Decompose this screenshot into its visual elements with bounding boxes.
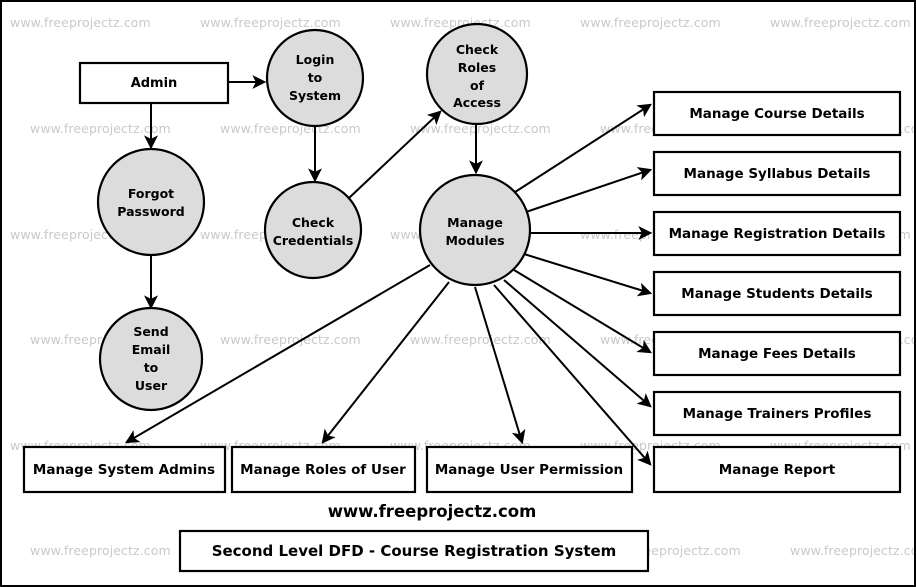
flow-manage-modules-to-manage-trainers-profiles [503, 279, 652, 408]
right-box-manage-syllabus-details-rect[interactable] [652, 150, 902, 197]
entity-admin-box[interactable] [78, 61, 230, 105]
process-send-email-to-user-label-4: User [135, 378, 168, 393]
flow-manage-modules-to-manage-user-permission [474, 286, 526, 445]
right-box-manage-trainers-profiles[interactable]: Manage Trainers Profiles [652, 390, 902, 437]
flow-manage-modules-to-manage-roles-of-user [321, 281, 450, 444]
process-manage-modules[interactable]: Manage Modules [418, 173, 532, 287]
process-manage-modules-circle[interactable] [418, 173, 532, 287]
right-box-manage-students-details-rect[interactable] [652, 270, 902, 317]
flow-manage-modules-to-manage-course-details [511, 103, 652, 195]
bottom-box-manage-system-admins-rect[interactable] [22, 445, 227, 494]
process-check-credentials-circle[interactable] [263, 180, 363, 280]
process-send-email-to-user-circle[interactable] [98, 306, 204, 412]
brand-watermark-text: www.freeprojectz.com [328, 502, 537, 521]
process-forgot-password-circle[interactable] [96, 147, 206, 257]
bottom-box-manage-user-permission-label: Manage User Permission [435, 462, 623, 478]
process-check-credentials-label: Check [292, 215, 335, 230]
flow-manage-modules-to-manage-students-details [523, 253, 653, 297]
process-send-email-to-user[interactable]: Send Email to User [98, 306, 204, 412]
process-login-to-system[interactable]: Login to System [265, 28, 365, 128]
right-box-manage-fees-details-label: Manage Fees Details [698, 346, 856, 362]
bottom-box-manage-roles-of-user-label: Manage Roles of User [240, 462, 406, 478]
right-box-manage-course-details-rect[interactable] [652, 90, 902, 137]
bottom-box-manage-user-permission[interactable]: Manage User Permission [425, 445, 634, 494]
diagram-title-label: Second Level DFD - Course Registration S… [212, 542, 617, 560]
process-check-roles-of-access-label-2: Roles [458, 60, 496, 75]
process-send-email-to-user-label-3: to [144, 360, 159, 375]
diagram-title-rect [178, 529, 650, 573]
flow-manage-modules-to-manage-syllabus-details [525, 167, 653, 213]
flow-check-credentials-to-check-roles [348, 110, 442, 199]
process-check-roles-of-access[interactable]: Check Roles of Access [425, 22, 529, 126]
process-login-to-system-label-3: System [289, 88, 341, 103]
flow-manage-modules-to-manage-fees-details [513, 269, 652, 354]
bottom-box-manage-user-permission-rect[interactable] [425, 445, 634, 494]
flow-manage-modules-to-manage-report [493, 284, 652, 466]
process-check-credentials-label-2: Credentials [273, 233, 354, 248]
right-box-manage-course-details-label: Manage Course Details [689, 106, 864, 122]
right-box-manage-report[interactable]: Manage Report [652, 445, 902, 494]
process-check-roles-of-access-circle[interactable] [425, 22, 529, 126]
right-box-manage-trainers-profiles-rect[interactable] [652, 390, 902, 437]
right-box-manage-students-details-label: Manage Students Details [681, 286, 872, 302]
entity-admin-label: Admin [131, 76, 178, 91]
right-box-manage-report-rect[interactable] [652, 445, 902, 494]
right-box-manage-fees-details[interactable]: Manage Fees Details [652, 330, 902, 377]
flow-manage-modules-to-manage-system-admins [124, 264, 431, 444]
bottom-box-manage-roles-of-user-rect[interactable] [230, 445, 417, 494]
right-box-manage-registration-details-rect[interactable] [652, 210, 902, 257]
right-box-manage-registration-details[interactable]: Manage Registration Details [652, 210, 902, 257]
diagram-title-box: Second Level DFD - Course Registration S… [178, 529, 650, 573]
process-check-roles-of-access-label-3: of [470, 78, 485, 93]
process-login-to-system-label-2: to [308, 70, 323, 85]
bottom-box-manage-roles-of-user[interactable]: Manage Roles of User [230, 445, 417, 494]
process-manage-modules-label-2: Modules [445, 233, 504, 248]
process-login-to-system-label: Login [296, 52, 335, 67]
right-box-manage-students-details[interactable]: Manage Students Details [652, 270, 902, 317]
right-box-manage-fees-details-rect[interactable] [652, 330, 902, 377]
process-send-email-to-user-label: Send [133, 324, 168, 339]
process-forgot-password[interactable]: Forgot Password [96, 147, 206, 257]
right-box-manage-course-details[interactable]: Manage Course Details [652, 90, 902, 137]
process-forgot-password-label-2: Password [117, 204, 184, 219]
right-box-manage-syllabus-details-label: Manage Syllabus Details [684, 166, 871, 182]
right-box-manage-registration-details-label: Manage Registration Details [669, 226, 886, 242]
process-check-roles-of-access-label: Check [456, 42, 499, 57]
entity-admin[interactable]: Admin [78, 61, 230, 105]
right-box-manage-report-label: Manage Report [719, 462, 836, 478]
right-box-manage-syllabus-details[interactable]: Manage Syllabus Details [652, 150, 902, 197]
process-manage-modules-label: Manage [447, 215, 503, 230]
flow-lines [124, 75, 653, 466]
process-check-roles-of-access-label-4: Access [453, 95, 501, 110]
right-box-manage-trainers-profiles-label: Manage Trainers Profiles [683, 406, 872, 422]
process-login-to-system-circle[interactable] [265, 28, 365, 128]
bottom-box-manage-system-admins-label: Manage System Admins [33, 462, 215, 478]
bottom-box-manage-system-admins[interactable]: Manage System Admins [22, 445, 227, 494]
process-send-email-to-user-label-2: Email [132, 342, 171, 357]
process-check-credentials[interactable]: Check Credentials [263, 180, 363, 280]
process-forgot-password-label: Forgot [128, 186, 174, 201]
